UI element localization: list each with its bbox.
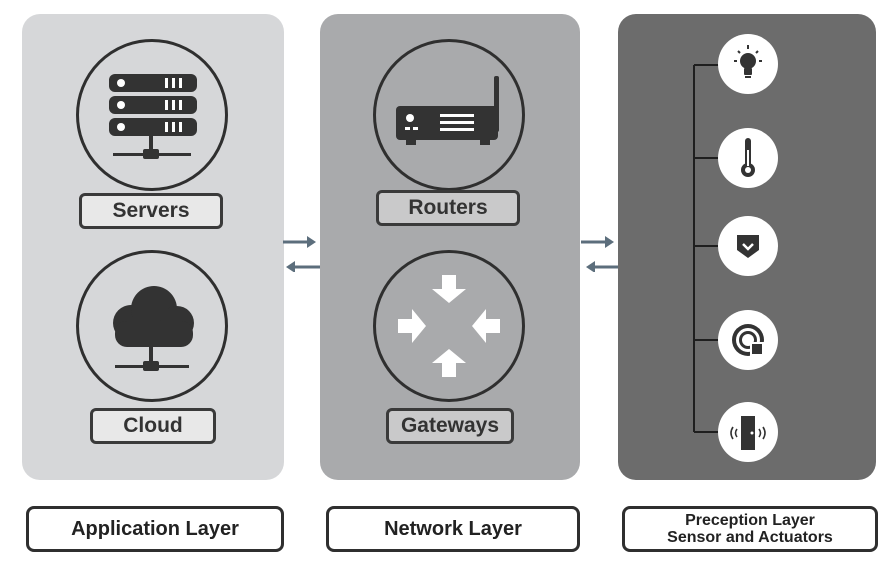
application-layer-title: Application Layer [71,517,239,540]
shield-icon [737,235,759,258]
perception-layer-title: Preception Layer [685,512,815,529]
router-icon [396,76,499,145]
sensor-bracket [693,64,722,433]
servers-circle [76,39,228,191]
thermometer-icon [741,138,755,177]
routers-label: Routers [376,190,520,226]
perception-layer-subtitle: Sensor and Actuators [667,529,833,546]
routers-circle [373,39,525,191]
app-network-arrows [283,236,320,272]
proximity-sensor [718,310,778,370]
door-sensor-icon [730,416,766,450]
network-perception-arrows [581,236,618,272]
application-layer-footer: Application Layer [26,506,284,552]
cloud-circle [76,250,228,402]
gateway-arrows-icon [398,275,500,377]
cloud-icon [113,286,194,371]
gateways-label: Gateways [386,408,514,444]
shield-sensor [718,216,778,276]
proximity-sensor-icon [732,324,764,356]
gateways-circle [373,250,525,402]
light-bulb-sensor [718,34,778,94]
network-layer-footer: Network Layer [326,506,580,552]
network-layer-title: Network Layer [384,517,522,540]
servers-label: Servers [79,193,223,229]
server-rack-icon [109,74,197,159]
light-bulb-icon [734,45,762,78]
door-sensor [718,402,778,462]
perception-layer-footer: Preception Layer Sensor and Actuators [622,506,878,552]
thermometer-sensor [718,128,778,188]
cloud-label: Cloud [90,408,216,444]
